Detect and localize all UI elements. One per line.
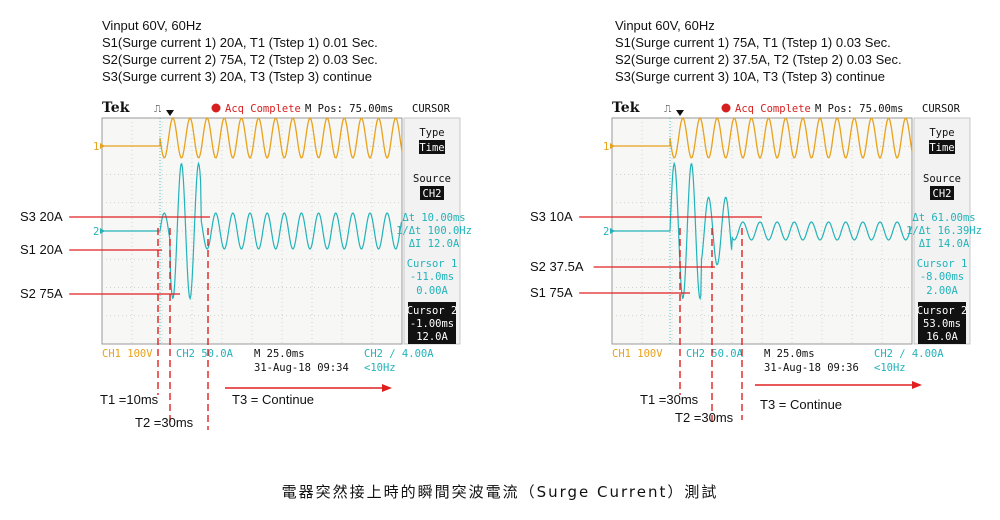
type-value-box bbox=[419, 140, 445, 154]
trigger-setting: CH2 ∕ 4.00A bbox=[364, 348, 434, 360]
time-label: T2 =30ms bbox=[135, 415, 194, 430]
delta-t: Δt 61.00ms bbox=[912, 212, 975, 224]
header-line: S2(Surge current 2) 75A, T2 (Tstep 2) 0.… bbox=[102, 52, 378, 67]
menu-label: CURSOR bbox=[922, 103, 961, 115]
cursor2-label: Cursor 2 bbox=[407, 305, 458, 317]
type-value: Time bbox=[929, 142, 954, 154]
cursor2-time: -1.00ms bbox=[410, 318, 454, 330]
type-label: Type bbox=[419, 127, 444, 139]
time-label: T1 =30ms bbox=[640, 392, 699, 407]
cursor1-value: 0.00A bbox=[416, 285, 448, 297]
mpos-label: M Pos: 75.00ms bbox=[815, 103, 904, 115]
ch1-scale: CH1 100V bbox=[102, 348, 153, 360]
time-label: T1 =10ms bbox=[100, 392, 159, 407]
cursor2-label: Cursor 2 bbox=[917, 305, 968, 317]
header-line: S3(Surge current 3) 20A, T3 (Tstep 3) co… bbox=[102, 69, 372, 84]
time-label: T2 =30ms bbox=[675, 410, 734, 425]
continue-arrow-head bbox=[912, 381, 922, 389]
source-value-box bbox=[930, 186, 954, 200]
cursor1-time: -11.0ms bbox=[410, 271, 454, 283]
type-label: Type bbox=[929, 127, 954, 139]
cursor2-box bbox=[918, 302, 966, 344]
trigger-frequency: <10Hz bbox=[364, 362, 396, 374]
delta-i: ΔI 14.0A bbox=[919, 238, 970, 250]
ch2-marker: 2 bbox=[603, 226, 609, 238]
time-label: T3 = Continue bbox=[760, 397, 842, 412]
status-dot bbox=[721, 103, 731, 113]
trigger-position-marker bbox=[676, 110, 684, 116]
ch1-marker: 1 bbox=[93, 141, 99, 153]
header-line: S1(Surge current 1) 20A, T1 (Tstep 1) 0.… bbox=[102, 35, 378, 50]
trigger-icon: ⎍ bbox=[154, 103, 162, 115]
inverse-delta-t: 1/Δt 16.39Hz bbox=[906, 225, 982, 237]
ch1-trace bbox=[612, 116, 913, 160]
brand-label: Tek bbox=[102, 100, 130, 116]
surge-label: S3 10A bbox=[530, 209, 573, 224]
ch1-marker: 1 bbox=[603, 141, 609, 153]
datetime: 31-Aug-18 09:36 bbox=[764, 362, 859, 374]
timebase: M 25.0ms bbox=[254, 348, 305, 360]
ch2-marker: 2 bbox=[93, 226, 99, 238]
header-line: Vinput 60V, 60Hz bbox=[102, 18, 202, 33]
delta-i: ΔI 12.0A bbox=[409, 238, 460, 250]
status-label: Acq Complete bbox=[225, 103, 301, 115]
figure-caption: 電器突然接上時的瞬間突波電流（Surge Current）測試 bbox=[282, 483, 719, 501]
source-label: Source bbox=[413, 173, 451, 185]
cursor2-value: 12.0A bbox=[416, 331, 448, 343]
cursor2-time: 53.0ms bbox=[923, 318, 961, 330]
trigger-frequency: <10Hz bbox=[874, 362, 906, 374]
ch2-trace bbox=[102, 161, 403, 301]
menu-label: CURSOR bbox=[412, 103, 451, 115]
header-line: S2(Surge current 2) 37.5A, T2 (Tstep 2) … bbox=[615, 52, 902, 67]
header-line: S3(Surge current 3) 10A, T3 (Tstep 3) co… bbox=[615, 69, 885, 84]
surge-label: S2 75A bbox=[20, 286, 63, 301]
header-line: S1(Surge current 1) 75A, T1 (Tstep 1) 0.… bbox=[615, 35, 891, 50]
surge-label: S1 75A bbox=[530, 285, 573, 300]
source-label: Source bbox=[923, 173, 961, 185]
cursor2-value: 16.0A bbox=[926, 331, 958, 343]
status-label: Acq Complete bbox=[735, 103, 811, 115]
status-dot bbox=[211, 103, 221, 113]
time-label: T3 = Continue bbox=[232, 392, 314, 407]
trigger-position-marker bbox=[166, 110, 174, 116]
source-value: CH2 bbox=[423, 188, 442, 200]
cursor2-box bbox=[408, 302, 456, 344]
ch2-scale: CH2 50.0A bbox=[686, 348, 744, 360]
timebase: M 25.0ms bbox=[764, 348, 815, 360]
surge-label: S1 20A bbox=[20, 242, 63, 257]
source-value: CH2 bbox=[933, 188, 952, 200]
surge-label: S2 37.5A bbox=[530, 259, 584, 274]
scope-grid bbox=[612, 118, 912, 344]
ch2-trace bbox=[612, 161, 913, 301]
surge-label: S3 20A bbox=[20, 209, 63, 224]
brand-label: Tek bbox=[612, 100, 640, 116]
continue-arrow-head bbox=[382, 384, 392, 392]
cursor1-label: Cursor 1 bbox=[407, 258, 458, 270]
delta-t: Δt 10.00ms bbox=[402, 212, 465, 224]
cursor1-value: 2.00A bbox=[926, 285, 958, 297]
ch1-trace bbox=[102, 116, 403, 160]
header-line: Vinput 60V, 60Hz bbox=[615, 18, 715, 33]
cursor1-time: -8.00ms bbox=[920, 271, 964, 283]
type-value-box bbox=[929, 140, 955, 154]
datetime: 31-Aug-18 09:34 bbox=[254, 362, 349, 374]
trigger-icon: ⎍ bbox=[664, 103, 672, 115]
type-value: Time bbox=[419, 142, 444, 154]
mpos-label: M Pos: 75.00ms bbox=[305, 103, 394, 115]
ch2-scale: CH2 50.0A bbox=[176, 348, 234, 360]
inverse-delta-t: 1/Δt 100.0Hz bbox=[396, 225, 472, 237]
source-value-box bbox=[420, 186, 444, 200]
trigger-setting: CH2 ∕ 4.00A bbox=[874, 348, 944, 360]
cursor1-label: Cursor 1 bbox=[917, 258, 968, 270]
ch1-scale: CH1 100V bbox=[612, 348, 663, 360]
